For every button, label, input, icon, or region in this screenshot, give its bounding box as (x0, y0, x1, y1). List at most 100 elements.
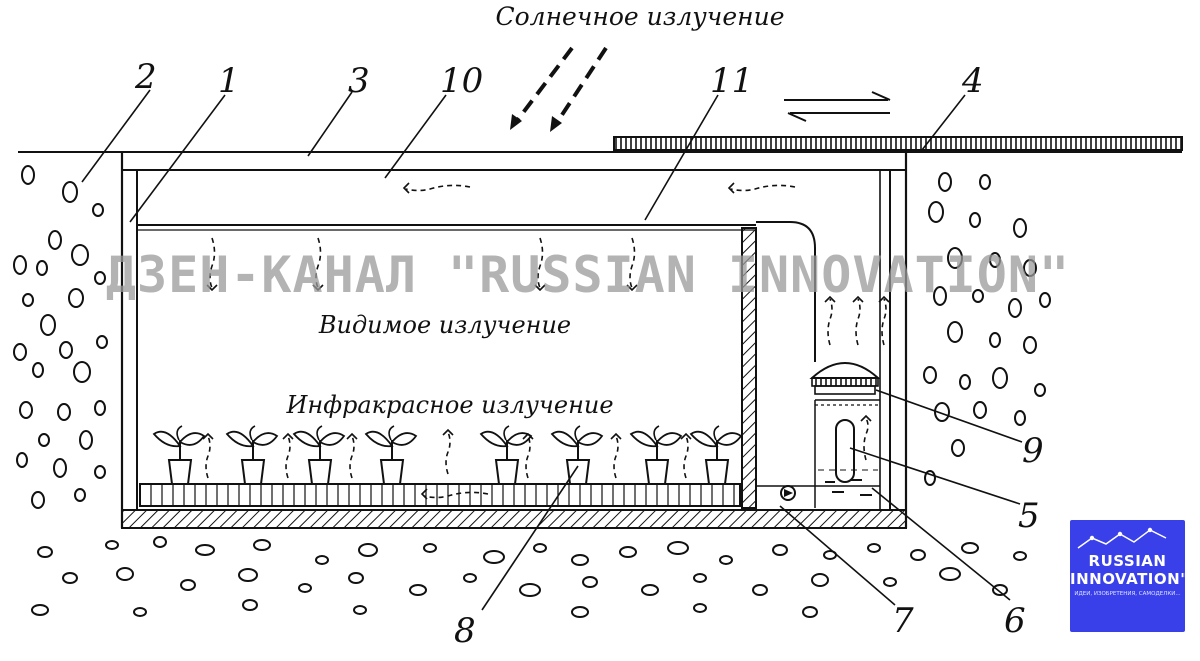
pebble (16, 452, 28, 468)
pebble (992, 367, 1008, 389)
arrow-head (727, 182, 735, 194)
pebble (59, 341, 73, 359)
pebble (71, 244, 89, 266)
visible-light-arrow (209, 237, 216, 289)
pebble (21, 165, 35, 185)
pebble (353, 605, 367, 615)
label-9: 9 (1022, 431, 1044, 471)
infrared-arrow (525, 435, 531, 479)
pebble (959, 374, 971, 390)
label-4: 4 (961, 61, 984, 101)
pebble (73, 361, 91, 383)
infrared-arrow (205, 435, 211, 479)
pebble (979, 174, 991, 190)
pebble (38, 433, 50, 447)
pebble (951, 439, 965, 457)
pebble (1013, 218, 1027, 238)
label-7: 7 (892, 601, 914, 641)
pebble (1034, 383, 1046, 397)
solar-radiation-label: Солнечное излучение (495, 2, 784, 31)
pebble (94, 271, 106, 285)
logo-line-2: INNOVATION" (1070, 570, 1189, 588)
pebble (947, 247, 963, 269)
arrow-head (312, 284, 324, 292)
pebble (180, 579, 196, 591)
reservoir-tank (756, 399, 880, 508)
pebble (1039, 292, 1051, 308)
arrow-head (680, 432, 692, 440)
pebble (40, 314, 56, 336)
pump (780, 485, 796, 501)
arrow-head (626, 284, 638, 292)
label-11: 11 (710, 61, 753, 101)
soil-pebbles (13, 165, 1051, 618)
arrow-head (420, 488, 428, 500)
pebble (105, 540, 119, 550)
pebble (463, 573, 477, 583)
plant-pots (152, 425, 743, 485)
arrow-head (206, 284, 218, 292)
partition-wall (741, 227, 757, 509)
pebble (883, 577, 897, 587)
vapor-arrow (881, 298, 887, 346)
pebble (94, 400, 106, 416)
pebble (315, 555, 329, 565)
label-1: 1 (218, 61, 240, 101)
heater-element (835, 419, 855, 483)
pebble (972, 289, 984, 303)
pebble (423, 543, 437, 553)
infrared-arrow (683, 435, 689, 479)
pebble (348, 572, 364, 584)
pebble (133, 607, 147, 617)
pebble (867, 543, 881, 553)
arrow-head (402, 182, 410, 194)
pebble (533, 543, 547, 553)
pebble (619, 546, 637, 558)
pebble (74, 488, 86, 502)
label-10: 10 (440, 61, 483, 101)
pebble (1013, 551, 1027, 561)
arrow-head (610, 432, 622, 440)
pebble (992, 584, 1008, 596)
pebble (92, 203, 104, 217)
arrow-head (878, 295, 890, 303)
label-5: 5 (1018, 496, 1040, 536)
hatched-floor (121, 509, 907, 529)
plant-icon (364, 425, 418, 485)
heat-accumulator (809, 362, 881, 395)
pebble (238, 568, 258, 582)
solar-ray-arrowheads (510, 114, 562, 132)
solar-rays (514, 46, 608, 126)
pebble (96, 335, 108, 349)
pebble (253, 539, 271, 551)
pebble (693, 573, 707, 583)
pebble (57, 403, 71, 421)
pebble (910, 549, 926, 561)
pebble (13, 255, 27, 275)
pebble (32, 362, 44, 378)
pebble (1014, 410, 1026, 426)
pebble (582, 576, 598, 588)
infrared-arrow (613, 435, 619, 479)
slide-arrows (784, 91, 891, 122)
pebble (53, 458, 67, 478)
return-flow-arrow (423, 491, 489, 499)
label-8: 8 (454, 611, 476, 651)
logo-tagline: ИДЕИ, ИЗОБРЕТЕНИЯ, САМОДЕЛКИ... (1074, 591, 1181, 597)
pebble (667, 541, 689, 555)
arrow-head (852, 295, 864, 303)
airflow-arrow (405, 184, 471, 192)
leader-lines (81, 89, 1023, 611)
pebble (752, 584, 768, 596)
arrow-head (202, 432, 214, 440)
plant-icon (479, 425, 533, 485)
pebble (79, 430, 93, 450)
pebble (36, 260, 48, 276)
pebble (802, 606, 818, 618)
plant-icon (152, 425, 206, 485)
pebble (31, 604, 49, 616)
pebble (811, 573, 829, 587)
pebble (519, 583, 541, 597)
pebble (989, 332, 1001, 348)
plant-icon (225, 425, 279, 485)
